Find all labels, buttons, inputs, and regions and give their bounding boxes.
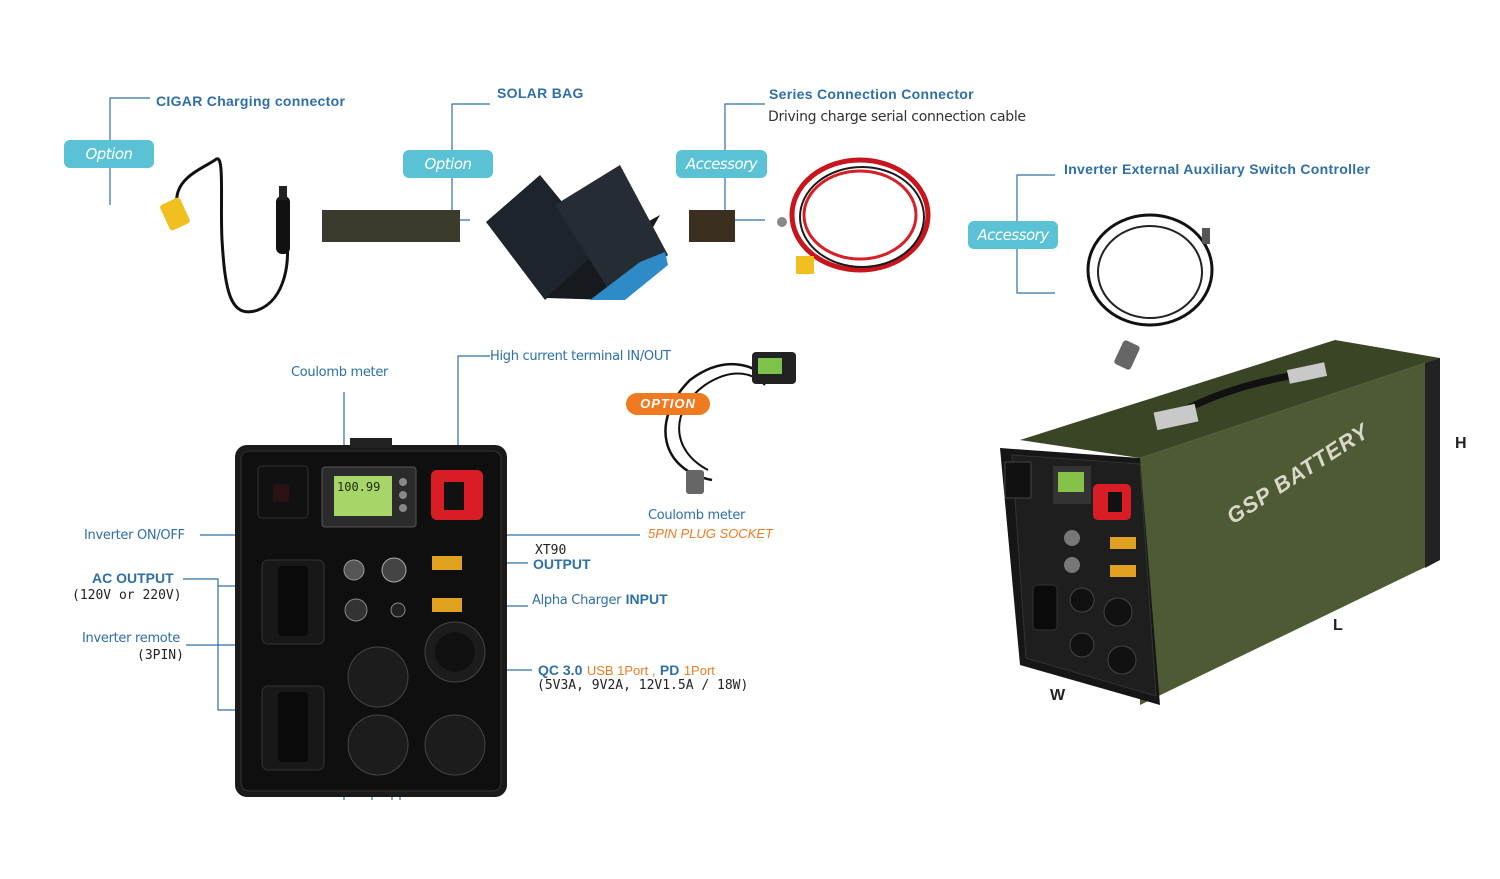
xt90-label: XT90	[535, 543, 567, 558]
ac-output-label: AC OUTPUT	[92, 570, 174, 586]
option-tag: OPTION	[626, 393, 710, 415]
cigar-connector-image	[160, 157, 290, 314]
inverter-switch-accessory-tag: Accessory	[968, 221, 1058, 249]
pd-port-label: 1Port	[683, 663, 715, 678]
input-label: INPUT	[625, 591, 668, 607]
solar-option-tag: Option	[403, 150, 493, 178]
spin-plug-label: 5PIN PLUG SOCKET	[648, 526, 773, 541]
alpha-charger-row: Alpha Charger INPUT	[532, 591, 668, 609]
dimension-h: H	[1455, 435, 1467, 452]
alpha-charger-label: Alpha Charger	[532, 593, 622, 608]
front-panel-image	[235, 438, 507, 797]
dimension-w: W	[1050, 687, 1066, 704]
cigar-title: CIGAR Charging connector	[156, 93, 346, 109]
meter-reading: 100.99	[337, 480, 381, 494]
qc-spec-label: (5V3A, 9V2A, 12V1.5A / 18W)	[537, 678, 749, 693]
inverter-remote-label: Inverter remote	[82, 631, 180, 646]
coulomb-meter-option-image	[664, 352, 796, 494]
inverter-onoff-label: Inverter ON/OFF	[84, 528, 185, 543]
cigar-option-tag: Option	[64, 140, 154, 168]
coulomb-meter-option-label: Coulomb meter	[648, 508, 746, 523]
solar-bag-image	[322, 165, 668, 300]
inverter-remote-pin-label: (3PIN)	[137, 648, 184, 663]
coulomb-meter-label: Coulomb meter	[291, 365, 389, 380]
series-cable-image	[689, 157, 931, 274]
qc-label: QC 3.0	[538, 662, 583, 678]
output-label: OUTPUT	[533, 556, 591, 572]
solar-title: SOLAR BAG	[497, 85, 584, 101]
qc-row: QC 3.0 USB 1Port , PD 1Port	[538, 662, 715, 680]
series-subtitle: Driving charge serial connection cable	[768, 109, 1026, 125]
series-accessory-tag: Accessory	[676, 150, 767, 178]
series-title: Series Connection Connector	[769, 86, 974, 102]
dimension-l: L	[1333, 617, 1343, 634]
pd-label: PD	[659, 662, 680, 678]
ac-output-volt-label: (120V or 220V)	[72, 588, 182, 603]
inverter-switch-cable-image	[1086, 213, 1214, 370]
high-current-label: High current terminal IN/OUT	[490, 349, 671, 364]
usb-label: USB 1Port ,	[586, 663, 656, 678]
inverter-switch-title: Inverter External Auxiliary Switch Contr…	[1064, 161, 1371, 177]
battery-product-image	[1000, 340, 1440, 705]
